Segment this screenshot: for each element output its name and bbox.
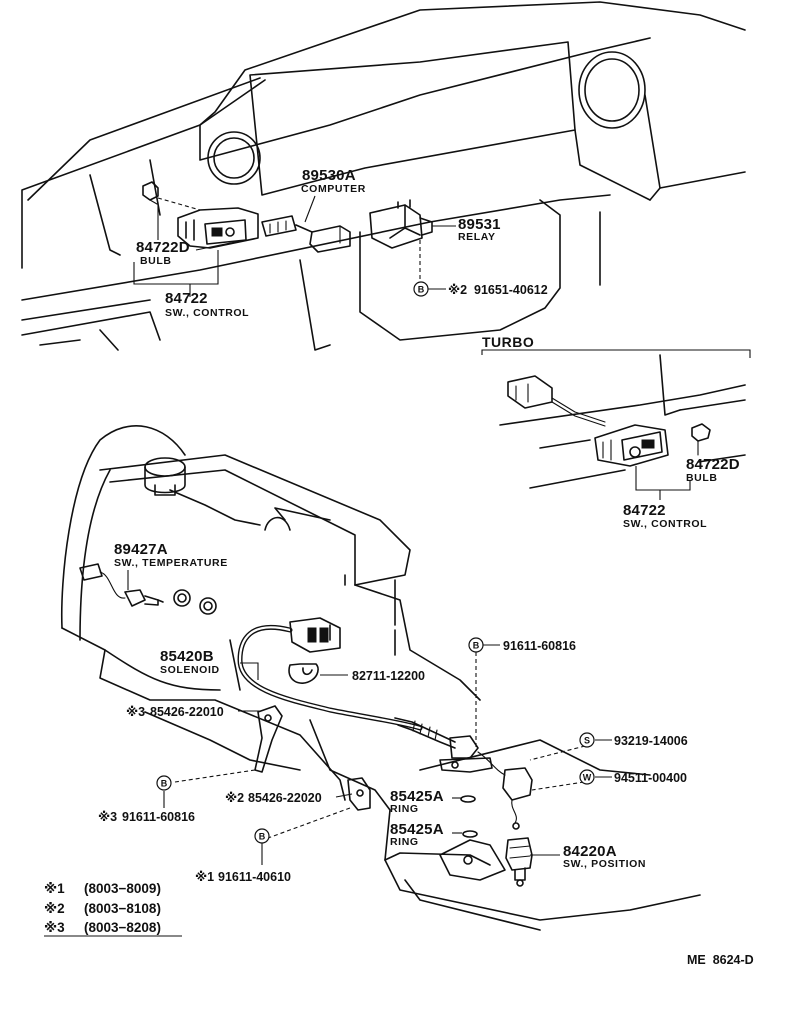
- label-switch-control-main: 84722 SW., CONTROL: [133, 250, 249, 319]
- temperature-switch-illustration: [79, 563, 217, 615]
- legend-mark-3: ※3: [44, 920, 65, 935]
- label-relay: 89531 RELAY: [432, 216, 501, 243]
- relay-part-number: 89531: [458, 216, 501, 233]
- label-position-switch: 84220A SW., POSITION: [563, 843, 646, 870]
- label-washer-w: W 94511-00400: [579, 769, 687, 785]
- legend-mark-2: ※2: [44, 901, 65, 916]
- bracket-2-part-number: 85426-22020: [248, 791, 322, 805]
- ring-upper-part-name: RING: [390, 803, 419, 815]
- bracket-2-illustration: [267, 777, 371, 839]
- ring-illustrations: [460, 795, 478, 838]
- legend-range-3: (8003−8208): [84, 920, 161, 935]
- label-ring-lower: 85425A RING: [390, 821, 444, 848]
- marker-s-circle: [579, 732, 595, 748]
- label-bulb-main: 84722D BULB: [136, 202, 246, 267]
- solenoid-illustration: [237, 617, 533, 830]
- position-switch-part-name: SW., POSITION: [563, 858, 646, 870]
- label-solenoid: 85420B SOLENOID: [160, 648, 220, 676]
- switch-control-main-part-name: SW., CONTROL: [165, 307, 249, 319]
- legend-range-1: (8003−8009): [84, 881, 161, 896]
- marker-s-letter: S: [584, 736, 590, 746]
- marker-b-letter: B: [161, 779, 168, 789]
- label-bolt-b-mid: B 91611-60816: [468, 637, 576, 653]
- solenoid-part-name: SOLENOID: [160, 664, 220, 676]
- bolt-b-mid-part-number: 91611-60816: [503, 639, 576, 653]
- bracket-3-prefix: ※3: [126, 705, 145, 719]
- bolt-b-1-part-number: 91611-40610: [218, 870, 291, 884]
- dashboard-illustration: [21, 1, 746, 351]
- label-clamp: 82711-12200: [352, 669, 425, 683]
- label-temp-switch: 89427A SW., TEMPERATURE: [114, 541, 228, 590]
- turbo-title: TURBO: [482, 334, 534, 350]
- label-screw-s: S 93219-14006: [579, 732, 688, 748]
- ring-upper-part-number: 85425A: [390, 788, 444, 805]
- position-switch-illustration: [505, 837, 533, 887]
- solenoid-part-number: 85420B: [160, 648, 214, 665]
- bolt-b-3-prefix: ※3: [98, 810, 117, 824]
- clamp-part-number: 82711-12200: [352, 669, 425, 683]
- turbo-inset: TURBO 84722D BULB 84722 SW., CONTROL: [481, 334, 751, 530]
- bolt-b-1-prefix: ※1: [195, 870, 214, 884]
- label-computer: 89530A COMPUTER: [301, 167, 366, 223]
- label-bolt-b-1: B ※1 91611-40610: [195, 828, 291, 884]
- screw-b-top-part-number: 91651-40612: [474, 283, 548, 297]
- legend: ※1 (8003−8009) ※2 (8003−8108) ※3 (8003−8…: [44, 881, 182, 937]
- computer-connector-illustration: [261, 215, 351, 253]
- ring-lower-part-name: RING: [390, 836, 419, 848]
- computer-part-name: COMPUTER: [301, 183, 366, 195]
- bulb-main-part-name: BULB: [140, 255, 172, 267]
- legend-range-2: (8003−8108): [84, 901, 161, 916]
- bulb-icon: [142, 181, 201, 211]
- label-bracket-3: ※3 85426-22010: [126, 705, 224, 719]
- label-bracket-2: ※2 85426-22020: [225, 791, 322, 805]
- washer-w-part-number: 94511-00400: [614, 771, 687, 785]
- marker-w-letter: W: [583, 773, 592, 783]
- turbo-switch-control-part-number: 84722: [623, 502, 666, 519]
- relay-illustration: [369, 199, 433, 282]
- label-bolt-b-3: B ※3 91611-60816: [98, 775, 195, 824]
- bracket-3-illustration: [174, 705, 283, 783]
- marker-b-letter: B: [418, 285, 425, 295]
- marker-b-letter: B: [473, 641, 480, 651]
- switch-control-main-part-number: 84722: [165, 290, 208, 307]
- screw-s-part-number: 93219-14006: [614, 734, 688, 748]
- ring-lower-part-number: 85425A: [390, 821, 444, 838]
- label-ring-upper: 85425A RING: [390, 788, 444, 815]
- drawing-code: ME 8624-D: [687, 953, 754, 967]
- marker-b-circle: [254, 828, 270, 844]
- position-switch-part-number: 84220A: [563, 843, 617, 860]
- bolt-b-3-part-number: 91611-60816: [122, 810, 195, 824]
- turbo-switch-control-part-name: SW., CONTROL: [623, 518, 707, 530]
- legend-mark-1: ※1: [44, 881, 65, 896]
- computer-part-number: 89530A: [302, 167, 356, 184]
- temp-switch-part-name: SW., TEMPERATURE: [114, 557, 228, 569]
- marker-b-letter: B: [259, 832, 266, 842]
- temp-switch-part-number: 89427A: [114, 541, 168, 558]
- turbo-bulb-part-name: BULB: [686, 472, 718, 484]
- label-screw-b-top: B ※2 91651-40612: [413, 281, 548, 297]
- marker-b-circle: [156, 775, 172, 791]
- bracket-3-part-number: 85426-22010: [150, 705, 224, 719]
- relay-part-name: RELAY: [458, 231, 496, 243]
- screw-b-top-prefix: ※2: [448, 283, 467, 297]
- control-switch-illustration: [177, 207, 259, 249]
- turbo-bulb-part-number: 84722D: [686, 456, 740, 473]
- engine-illustration: [60, 425, 701, 931]
- bracket-2-prefix: ※2: [225, 791, 244, 805]
- bottom-leader-lines: [163, 652, 612, 865]
- bulb-main-part-number: 84722D: [136, 239, 190, 256]
- clamp-illustration: [288, 663, 319, 684]
- marker-w-circle: [579, 769, 595, 785]
